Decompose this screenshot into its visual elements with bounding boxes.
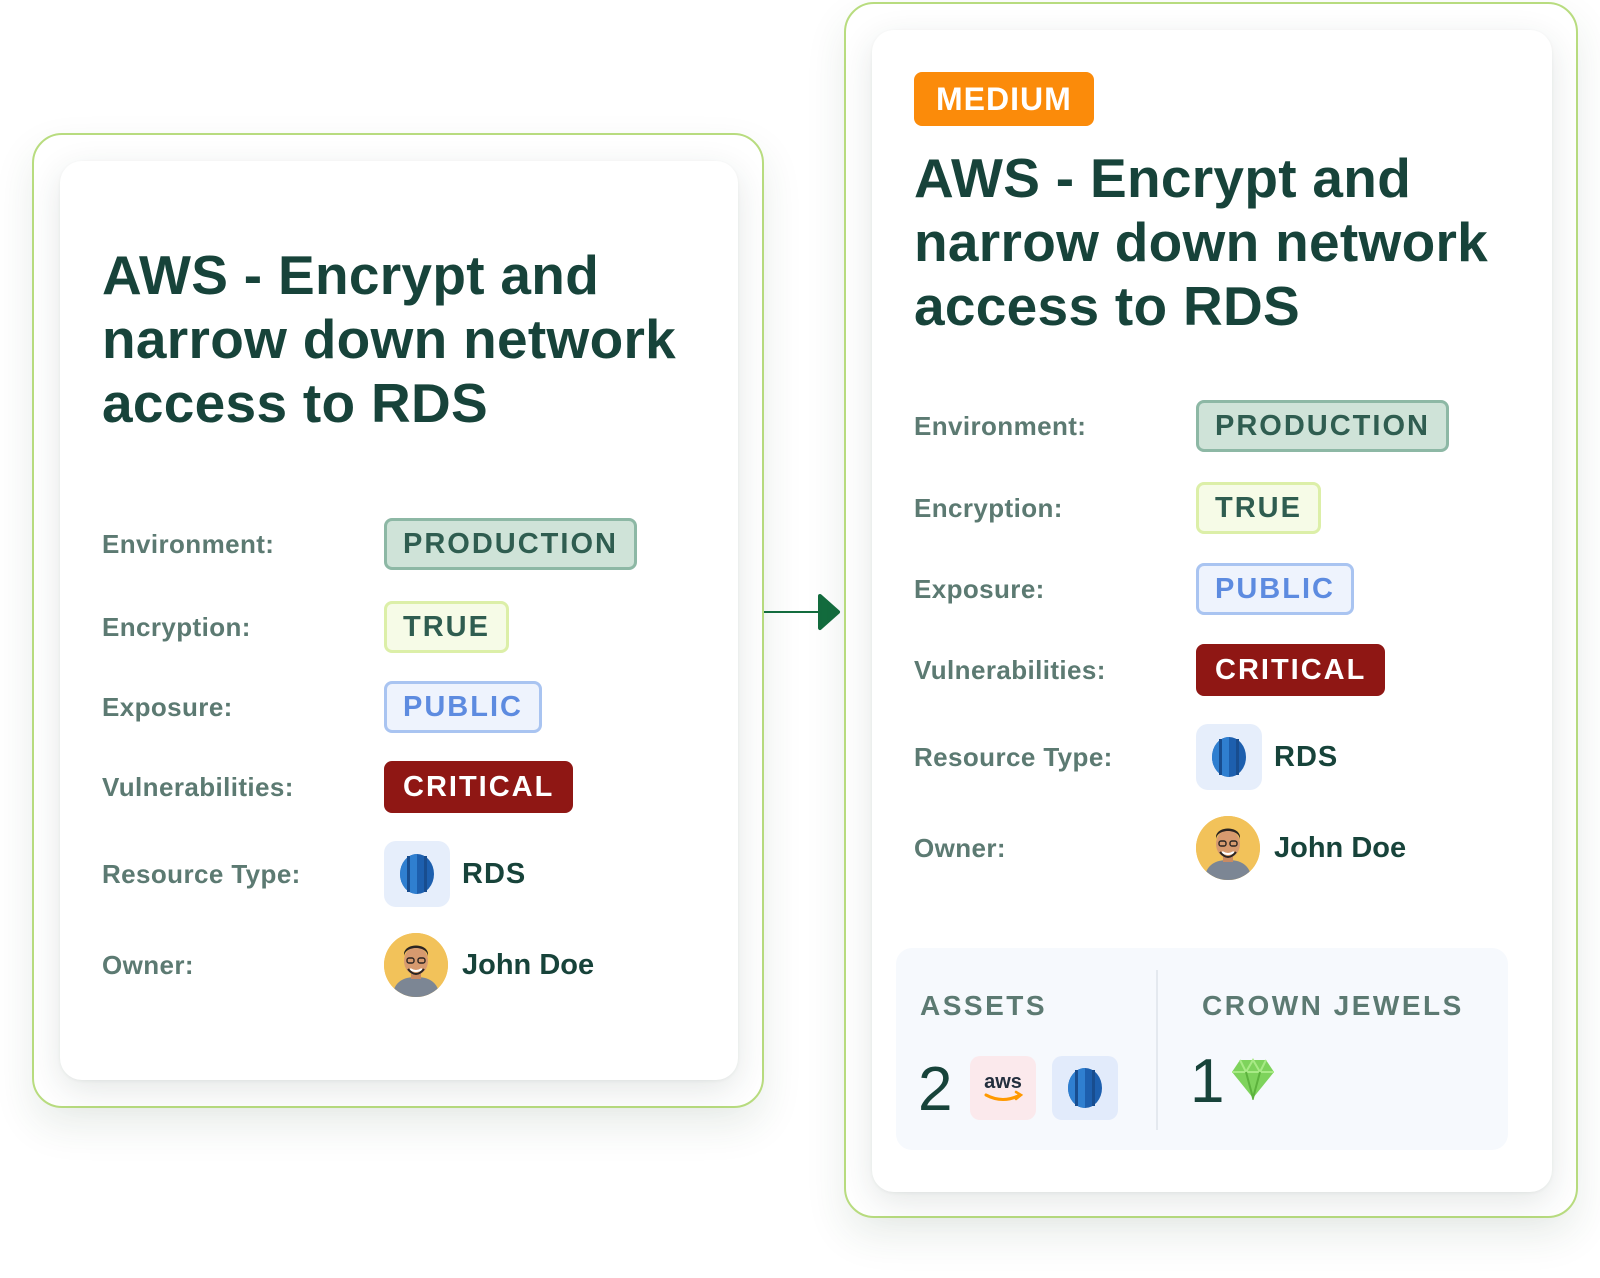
environment-label: Environment: bbox=[102, 528, 275, 559]
rds-database-icon[interactable] bbox=[1052, 1056, 1118, 1120]
environment-row: Environment: PRODUCTION bbox=[914, 400, 1449, 452]
owner-row: Owner: John Doe bbox=[102, 933, 594, 997]
rds-database-icon bbox=[1196, 724, 1262, 790]
environment-tag: PRODUCTION bbox=[1196, 400, 1449, 452]
vulnerabilities-label: Vulnerabilities: bbox=[914, 654, 1106, 685]
card-title: AWS - Encrypt and narrow down network ac… bbox=[102, 244, 677, 434]
assets-count: 2 bbox=[918, 1055, 953, 1124]
right-card-frame: MEDIUM AWS - Encrypt and narrow down net… bbox=[844, 2, 1578, 1218]
encryption-label: Encryption: bbox=[102, 611, 251, 642]
severity-badge: MEDIUM bbox=[914, 72, 1094, 126]
resource-type-label: Resource Type: bbox=[102, 858, 301, 889]
resource-type-row: Resource Type: RDS bbox=[102, 841, 526, 907]
environment-label: Environment: bbox=[914, 410, 1087, 441]
owner-name[interactable]: John Doe bbox=[1274, 831, 1407, 864]
resource-type-value: RDS bbox=[1274, 740, 1339, 773]
resource-type-value: RDS bbox=[462, 857, 527, 890]
encryption-row: Encryption: TRUE bbox=[914, 482, 1321, 534]
exposure-tag: PUBLIC bbox=[1196, 563, 1354, 615]
environment-row: Environment: PRODUCTION bbox=[102, 518, 637, 570]
left-card-frame: AWS - Encrypt and narrow down network ac… bbox=[32, 133, 764, 1108]
owner-name[interactable]: John Doe bbox=[462, 948, 595, 981]
owner-avatar[interactable] bbox=[1196, 816, 1260, 880]
encryption-tag: TRUE bbox=[384, 601, 509, 653]
crown-jewels-count: 1 bbox=[1190, 1047, 1225, 1116]
exposure-row: Exposure: PUBLIC bbox=[102, 681, 542, 733]
owner-label: Owner: bbox=[914, 832, 1006, 863]
owner-row: Owner: John Doe bbox=[914, 816, 1406, 880]
exposure-label: Exposure: bbox=[914, 573, 1045, 604]
vulnerabilities-row: Vulnerabilities: CRITICAL bbox=[102, 761, 574, 813]
exposure-row: Exposure: PUBLIC bbox=[914, 563, 1354, 615]
exposure-tag: PUBLIC bbox=[384, 681, 542, 733]
encryption-row: Encryption: TRUE bbox=[102, 601, 509, 653]
resource-type-label: Resource Type: bbox=[914, 741, 1113, 772]
encryption-tag: TRUE bbox=[1196, 482, 1321, 534]
vulnerabilities-row: Vulnerabilities: CRITICAL bbox=[914, 644, 1386, 696]
card-title: AWS - Encrypt and narrow down network ac… bbox=[914, 147, 1489, 337]
owner-avatar[interactable] bbox=[384, 933, 448, 997]
left-issue-card[interactable]: AWS - Encrypt and narrow down network ac… bbox=[60, 161, 738, 1080]
arrow-right-icon bbox=[764, 594, 840, 630]
exposure-label: Exposure: bbox=[102, 691, 233, 722]
crown-jewels-heading: CROWN JEWELS bbox=[1202, 990, 1464, 1021]
rds-database-icon bbox=[384, 841, 450, 907]
stats-panel: ASSETS 2 aws CROWN JEWELS 1 bbox=[896, 948, 1508, 1150]
vulnerabilities-tag: CRITICAL bbox=[1196, 644, 1386, 696]
encryption-label: Encryption: bbox=[914, 492, 1063, 523]
diamond-icon bbox=[1232, 1058, 1274, 1100]
svg-text:aws: aws bbox=[984, 1071, 1022, 1093]
owner-label: Owner: bbox=[102, 949, 194, 980]
resource-type-row: Resource Type: RDS bbox=[914, 724, 1338, 790]
aws-logo-icon[interactable]: aws bbox=[970, 1056, 1036, 1120]
vulnerabilities-label: Vulnerabilities: bbox=[102, 771, 294, 802]
right-issue-card[interactable]: MEDIUM AWS - Encrypt and narrow down net… bbox=[872, 30, 1552, 1192]
environment-tag: PRODUCTION bbox=[384, 518, 637, 570]
assets-heading: ASSETS bbox=[920, 990, 1048, 1021]
stats-divider bbox=[1156, 970, 1158, 1130]
vulnerabilities-tag: CRITICAL bbox=[384, 761, 574, 813]
